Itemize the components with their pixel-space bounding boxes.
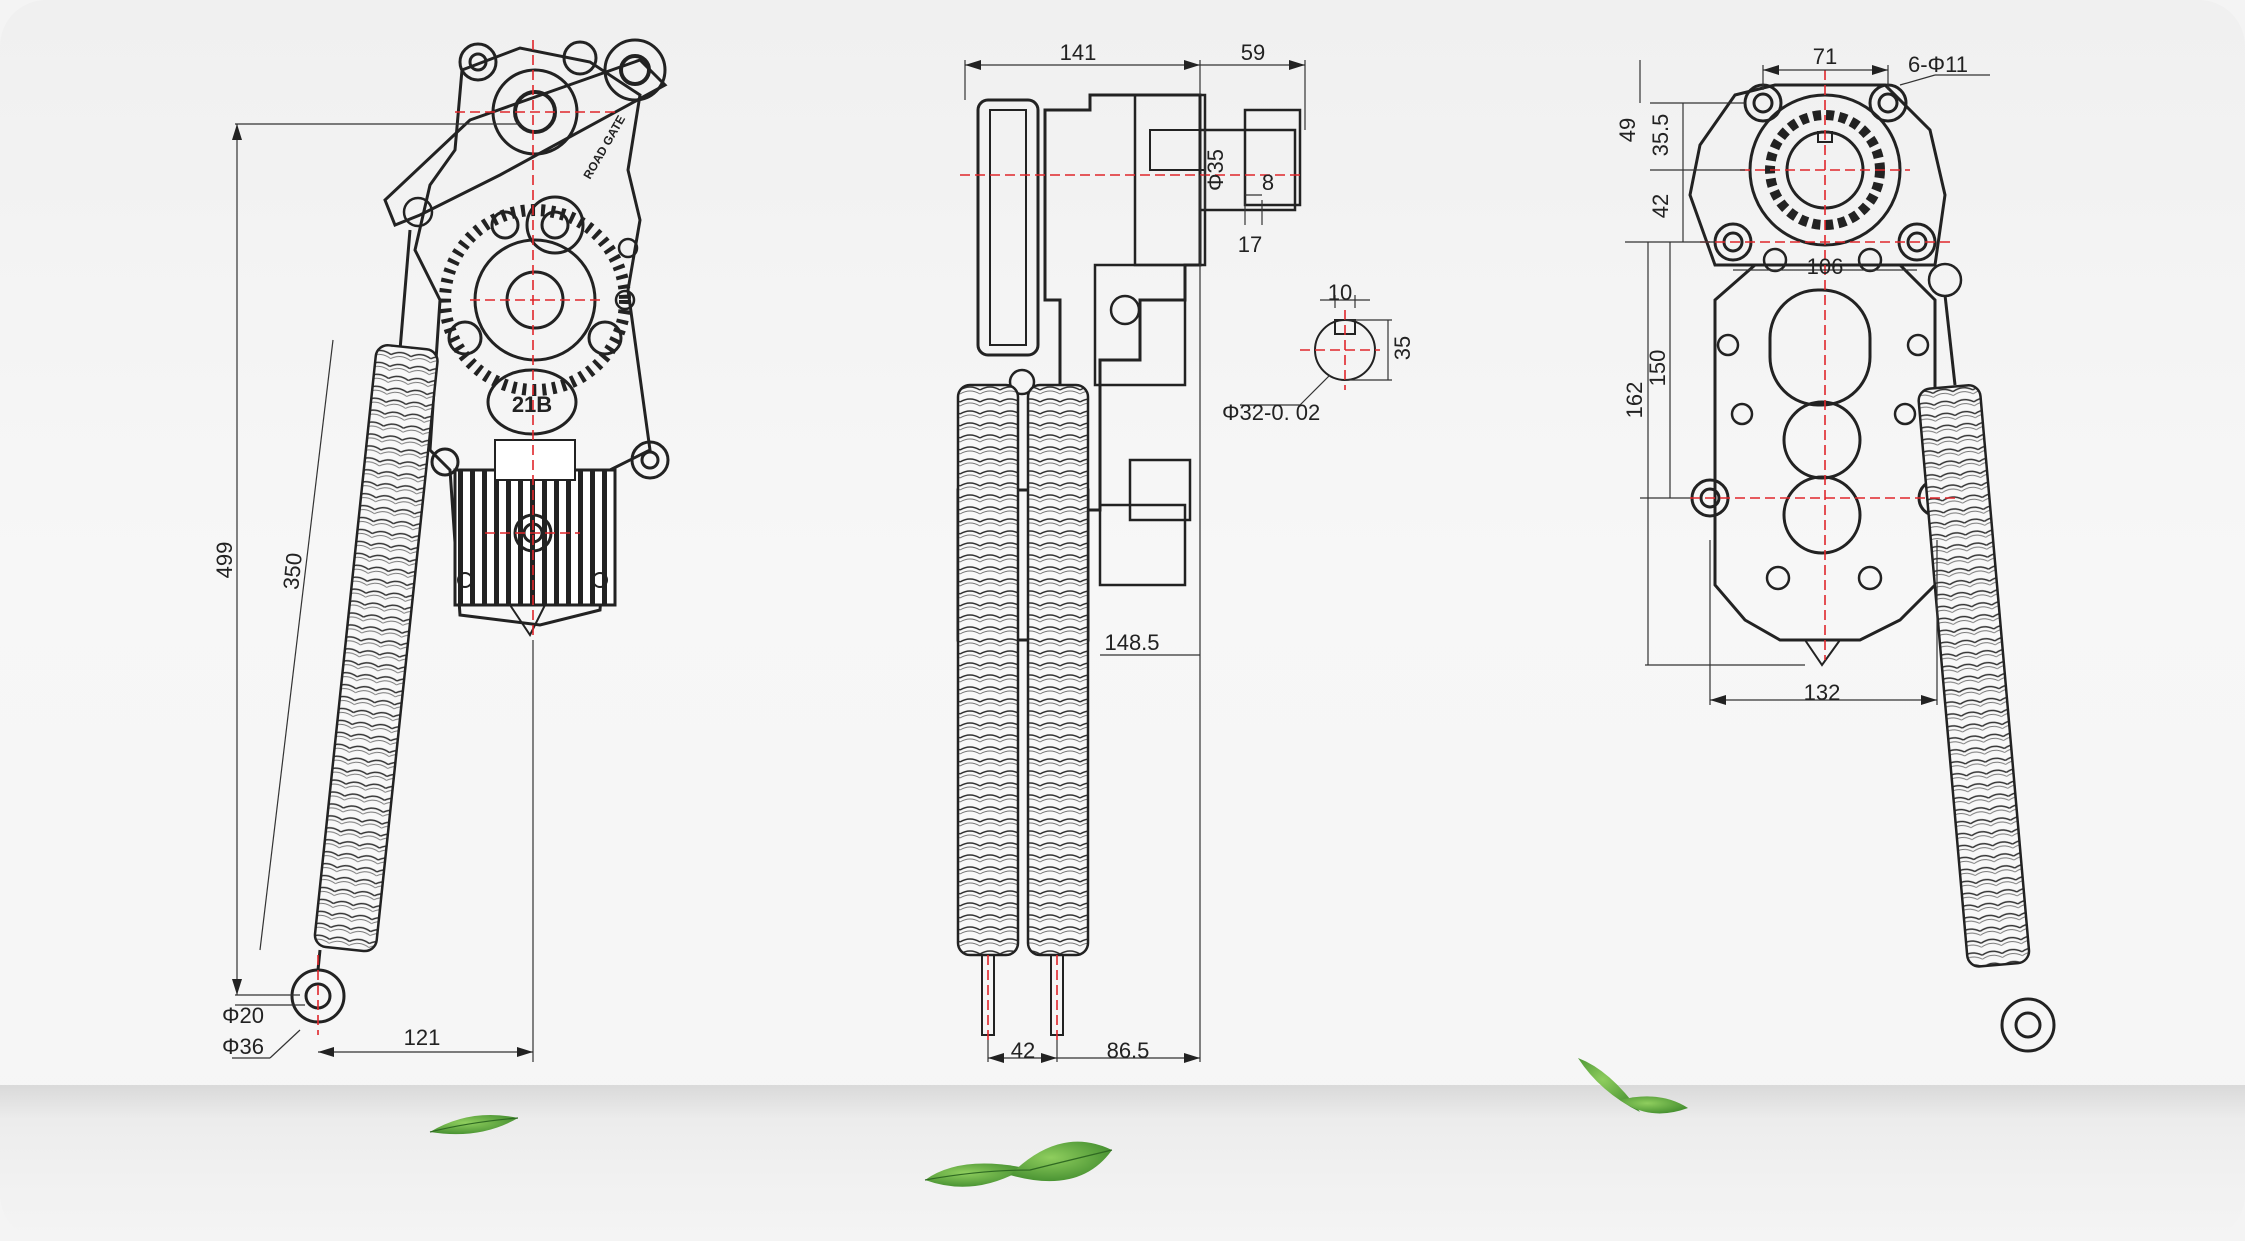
dim-key-dia: Φ32-0. 02 — [1222, 400, 1320, 425]
dim-162: 162 — [1622, 382, 1647, 419]
dim-59: 59 — [1241, 40, 1265, 65]
leaf-icon — [924, 1141, 1113, 1187]
dim-35-5: 35.5 — [1648, 114, 1673, 157]
dim-key-10: 10 — [1328, 280, 1352, 305]
dim-49: 49 — [1615, 118, 1640, 142]
floor-surface — [0, 1085, 2245, 1241]
dim-350: 350 — [278, 552, 307, 591]
dim-150: 150 — [1645, 350, 1670, 387]
dim-key-35: 35 — [1390, 336, 1415, 360]
dim-141: 141 — [1060, 40, 1097, 65]
road-gate-plate: ROAD GATE — [580, 113, 628, 182]
dim-86-5: 86.5 — [1107, 1038, 1150, 1063]
leaf-icon — [1578, 1058, 1688, 1114]
dim-132: 132 — [1804, 680, 1841, 705]
dim-148-5: 148.5 — [1104, 630, 1159, 655]
back-view: 71 6-Φ11 49 35.5 42 106 150 162 132 — [1615, 44, 2056, 1053]
dim-106: 106 — [1807, 254, 1844, 279]
leaf-icon — [429, 1115, 519, 1135]
dim-eye-inner: Φ20 — [222, 1003, 264, 1028]
side-view: 141 59 Φ35 8 17 10 35 Φ32-0. 02 148.5 42… — [956, 40, 1415, 1063]
dim-8: 8 — [1262, 170, 1274, 195]
dim-eye-outer: Φ36 — [222, 1034, 264, 1059]
dim-shaft-dia: Φ35 — [1203, 149, 1228, 191]
housing-marking: 21B — [512, 392, 552, 417]
dim-121: 121 — [404, 1025, 441, 1050]
dim-499: 499 — [212, 542, 237, 579]
dim-42-back: 42 — [1648, 194, 1673, 218]
dim-71: 71 — [1813, 44, 1837, 69]
dim-holes: 6-Φ11 — [1908, 52, 1968, 77]
front-view: ROAD GATE 21B — [212, 38, 670, 1062]
dim-17: 17 — [1238, 232, 1262, 257]
dim-42: 42 — [1011, 1038, 1035, 1063]
